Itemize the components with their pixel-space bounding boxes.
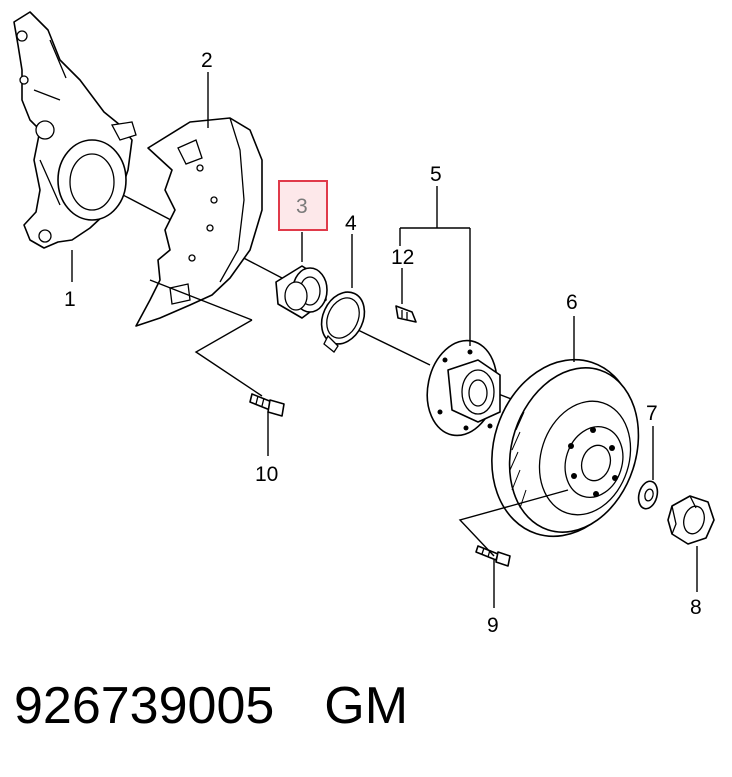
- snap-ring-part: [320, 291, 366, 353]
- callout-1: 1: [64, 288, 76, 311]
- callout-9: 9: [487, 614, 499, 637]
- dust-shield-part: [135, 117, 263, 327]
- callout-7: 7: [646, 402, 658, 425]
- brand-name: GM: [324, 677, 409, 735]
- exploded-parts-diagram: 1 2 3 4 5 6 7 8 9 10 12: [13, 11, 715, 637]
- callout-6: 6: [566, 291, 578, 314]
- leader-line-9: [458, 489, 569, 608]
- hub-nut-part: [667, 495, 715, 545]
- leader-line-10: [194, 319, 269, 456]
- footer-caption: 926739005 GM: [14, 676, 408, 736]
- brake-disc-part: [491, 358, 640, 538]
- callout-4: 4: [345, 212, 357, 235]
- bolt-9-part: [475, 545, 511, 567]
- wheel-hub-part: [426, 339, 501, 437]
- part-number: 926739005: [14, 677, 275, 735]
- wheel-stud-part: [395, 305, 417, 323]
- washer-part: [637, 480, 659, 510]
- callout-2: 2: [201, 49, 213, 72]
- leader-line-5: [399, 186, 471, 346]
- callout-3-highlight-box: [278, 180, 328, 231]
- callout-3: 3: [296, 195, 308, 218]
- steering-knuckle-part: [13, 11, 137, 249]
- callout-8: 8: [690, 596, 702, 619]
- callout-5: 5: [430, 163, 442, 186]
- bolt-10-part: [249, 393, 285, 417]
- callout-12: 12: [391, 246, 414, 269]
- callout-10: 10: [255, 463, 278, 486]
- leader-line-knuckle-axis: [149, 279, 253, 321]
- wheel-bearing-part: [275, 265, 328, 319]
